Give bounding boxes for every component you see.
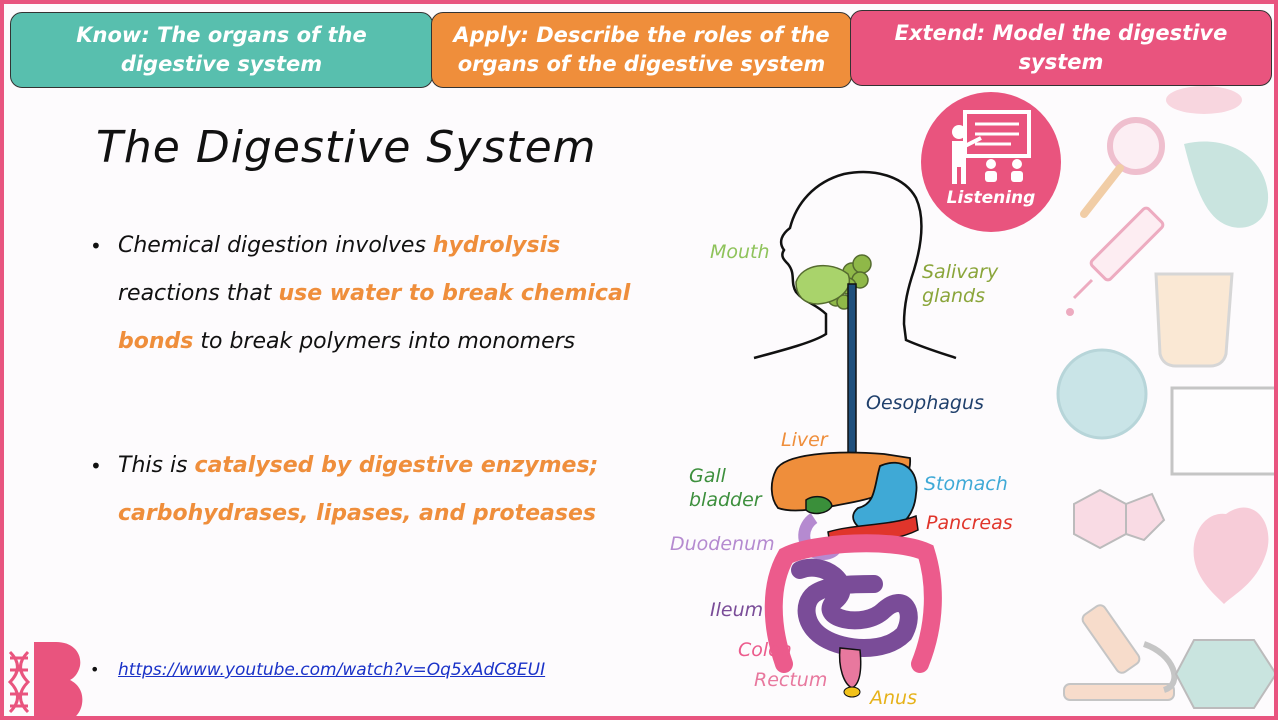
label-colon: Colon	[738, 639, 792, 661]
bullet1-text-3: to break polymers into monomers	[193, 329, 576, 354]
label-pancreas: Pancreas	[926, 512, 1013, 534]
label-ileum: Ileum	[710, 599, 764, 621]
cell-icon	[1056, 348, 1148, 440]
science-decoration	[1056, 86, 1274, 709]
ileum	[791, 558, 918, 657]
label-anus: Anus	[870, 687, 917, 709]
know-banner-text: Know: The organs of the digestive system	[76, 23, 367, 76]
extend-banner: Extend: Model the digestive system	[850, 10, 1272, 86]
video-link-row: https://www.youtube.com/watch?v=Oq5xAdC8…	[90, 660, 545, 680]
oesophagus	[847, 283, 857, 461]
glove-icon	[1184, 141, 1269, 228]
heart-icon	[1193, 507, 1269, 604]
adenine-molecule-icon	[1073, 488, 1166, 550]
bullet1-text-2: reactions that	[118, 281, 279, 306]
brand-logo	[7, 642, 83, 716]
gall-bladder	[805, 495, 833, 515]
bullet-enzymes: This is catalysed by digestive enzymes; …	[90, 442, 650, 538]
anus	[843, 686, 861, 698]
bullet2-text-1: This is	[118, 453, 195, 478]
rectum	[838, 647, 862, 689]
label-gall-bladder: Gall bladder	[689, 465, 762, 511]
colon	[764, 534, 942, 673]
know-banner: Know: The organs of the digestive system	[10, 12, 433, 88]
pill-icon	[1166, 86, 1242, 114]
beaker-icon	[1154, 272, 1234, 368]
notebook-icon	[1170, 386, 1274, 476]
tongue	[795, 264, 851, 305]
bullet1-text-1: Chemical digestion involves	[118, 233, 433, 258]
bullet-list: Chemical digestion involves hydrolysis r…	[90, 222, 650, 538]
label-duodenum: Duodenum	[670, 533, 775, 555]
label-mouth: Mouth	[710, 241, 770, 263]
label-oesophagus: Oesophagus	[866, 392, 984, 414]
extend-banner-text: Extend: Model the digestive system	[894, 21, 1228, 74]
listening-badge: Listening	[921, 92, 1061, 232]
label-liver: Liver	[781, 429, 828, 451]
microscope-icon	[1063, 604, 1178, 701]
syringe-icon	[1066, 206, 1165, 316]
youtube-link[interactable]: https://www.youtube.com/watch?v=Oq5xAdC8…	[118, 660, 546, 680]
bullet2-highlight-1: catalysed by digestive enzymes; carbohyd…	[118, 453, 599, 526]
bullet1-highlight-1: hydrolysis	[432, 233, 561, 258]
label-salivary-glands: Salivary glands	[922, 261, 999, 307]
label-rectum: Rectum	[754, 669, 828, 691]
label-stomach: Stomach	[924, 473, 1008, 495]
petri-dish-icon	[1174, 639, 1274, 709]
digestive-system-diagram	[753, 170, 957, 698]
magnifier-icon	[1107, 117, 1165, 175]
teacher-presenting-icon	[952, 110, 1031, 184]
slide-title: The Digestive System	[96, 122, 597, 173]
apply-banner: Apply: Describe the roles of the organs …	[431, 12, 852, 88]
listening-label: Listening	[946, 188, 1036, 208]
bullet1-highlight-2: use water to break chemical bonds	[118, 281, 631, 354]
apply-banner-text: Apply: Describe the roles of the organs …	[453, 23, 830, 76]
bullet-chemical-digestion: Chemical digestion involves hydrolysis r…	[90, 222, 650, 366]
